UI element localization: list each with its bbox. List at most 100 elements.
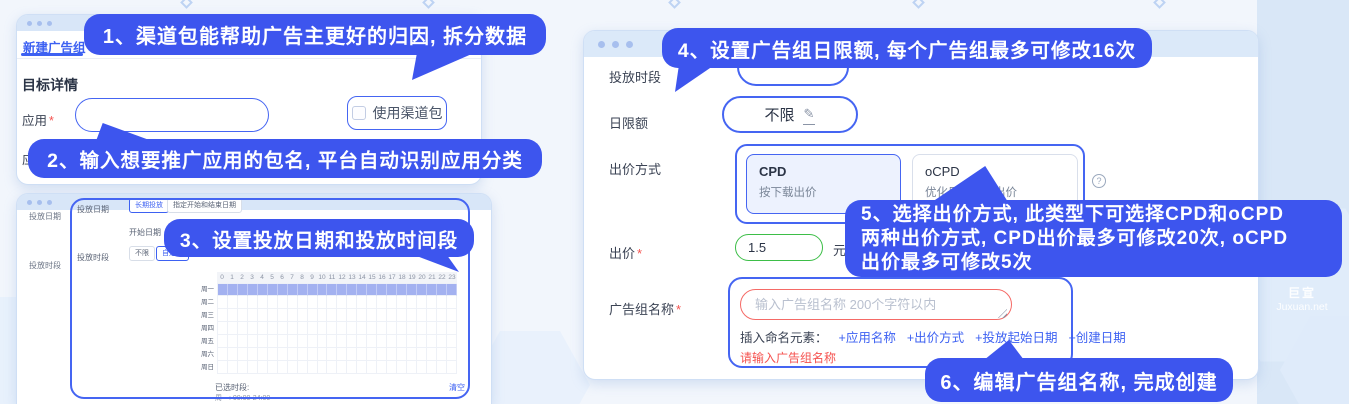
schedule-cell[interactable] [367, 284, 378, 296]
schedule-cell[interactable] [397, 322, 408, 335]
schedule-cell[interactable] [237, 335, 248, 348]
schedule-cell[interactable] [337, 348, 348, 361]
schedule-cell[interactable] [317, 309, 328, 322]
schedule-cell[interactable] [307, 348, 318, 361]
schedule-cell[interactable] [218, 309, 228, 322]
schedule-cell[interactable] [436, 296, 447, 309]
schedule-cell[interactable] [367, 309, 378, 322]
schedule-cell[interactable] [446, 309, 457, 322]
schedule-cell[interactable] [436, 322, 447, 335]
schedule-cell[interactable] [327, 322, 338, 335]
schedule-cell[interactable] [367, 296, 378, 309]
schedule-cell[interactable] [237, 309, 248, 322]
schedule-cell[interactable] [297, 361, 308, 374]
schedule-cell[interactable] [407, 309, 418, 322]
schedule-cell[interactable] [257, 335, 268, 348]
schedule-cell[interactable] [387, 309, 398, 322]
schedule-cell[interactable] [327, 284, 338, 296]
schedule-cell[interactable] [377, 361, 388, 374]
insert-element-link[interactable]: +应用名称 [838, 331, 896, 345]
schedule-cell[interactable] [237, 361, 248, 374]
schedule-cell[interactable] [427, 348, 437, 361]
schedule-cell[interactable] [277, 361, 288, 374]
schedule-cell[interactable] [377, 296, 388, 309]
resize-handle-icon[interactable] [998, 309, 1007, 318]
schedule-cell[interactable] [327, 309, 338, 322]
schedule-cell[interactable] [357, 296, 368, 309]
schedule-cell[interactable] [247, 335, 258, 348]
schedule-cell[interactable] [407, 361, 418, 374]
schedule-cell[interactable] [227, 309, 238, 322]
schedule-cell[interactable] [227, 361, 238, 374]
schedule-cell[interactable] [357, 361, 368, 374]
schedule-cell[interactable] [357, 309, 368, 322]
ad-group-name-input[interactable] [740, 289, 1012, 320]
schedule-cell[interactable] [267, 296, 278, 309]
schedule-cell[interactable] [227, 322, 238, 335]
schedule-cell[interactable] [247, 296, 258, 309]
help-icon[interactable]: ? [1092, 174, 1106, 188]
schedule-cell[interactable] [347, 361, 358, 374]
use-channel-package-option[interactable]: 使用渠道包 [347, 96, 447, 130]
schedule-cell[interactable] [377, 335, 388, 348]
tab-new-ad-group[interactable]: 新建广告组 [23, 41, 86, 55]
schedule-cell[interactable] [436, 309, 447, 322]
schedule-cell[interactable] [237, 284, 248, 296]
schedule-cell[interactable] [397, 335, 408, 348]
schedule-cell[interactable] [387, 361, 398, 374]
schedule-cell[interactable] [247, 309, 258, 322]
insert-element-link[interactable]: +出价方式 [906, 331, 965, 345]
schedule-cell[interactable] [317, 348, 328, 361]
schedule-cell[interactable] [307, 335, 318, 348]
schedule-cell[interactable] [297, 284, 308, 296]
schedule-cell[interactable] [327, 335, 338, 348]
schedule-cell[interactable] [218, 322, 228, 335]
schedule-cell[interactable] [397, 348, 408, 361]
schedule-cell[interactable] [407, 335, 418, 348]
schedule-cell[interactable] [257, 309, 268, 322]
schedule-cell[interactable] [337, 296, 348, 309]
schedule-cell[interactable] [287, 296, 298, 309]
schedule-cell[interactable] [357, 284, 368, 296]
schedule-cell[interactable] [317, 322, 328, 335]
schedule-cell[interactable] [317, 335, 328, 348]
schedule-cell[interactable] [218, 361, 228, 374]
schedule-cell[interactable] [407, 296, 418, 309]
schedule-cell[interactable] [237, 296, 248, 309]
schedule-cell[interactable] [227, 284, 238, 296]
schedule-cell[interactable] [267, 322, 278, 335]
schedule-cell[interactable] [347, 296, 358, 309]
schedule-cell[interactable] [218, 348, 228, 361]
schedule-cell[interactable] [357, 335, 368, 348]
schedule-cell[interactable] [307, 284, 318, 296]
schedule-cell[interactable] [297, 296, 308, 309]
schedule-cell[interactable] [427, 296, 437, 309]
schedule-cell[interactable] [347, 284, 358, 296]
schedule-cell[interactable] [387, 335, 398, 348]
schedule-cell[interactable] [347, 309, 358, 322]
schedule-cell[interactable] [337, 284, 348, 296]
schedule-cell[interactable] [436, 348, 447, 361]
schedule-cell[interactable] [247, 284, 258, 296]
schedule-cell[interactable] [397, 296, 408, 309]
schedule-cell[interactable] [436, 361, 447, 374]
schedule-cell[interactable] [327, 296, 338, 309]
schedule-cell[interactable] [407, 284, 418, 296]
schedule-cell[interactable] [427, 309, 437, 322]
schedule-cell[interactable] [337, 335, 348, 348]
schedule-cell[interactable] [387, 322, 398, 335]
schedule-cell[interactable] [407, 348, 418, 361]
schedule-cell[interactable] [387, 348, 398, 361]
schedule-cell[interactable] [267, 335, 278, 348]
schedule-cell[interactable] [397, 284, 408, 296]
schedule-cell[interactable] [377, 348, 388, 361]
schedule-cell[interactable] [277, 296, 288, 309]
schedule-cell[interactable] [287, 335, 298, 348]
use-channel-package-checkbox[interactable] [351, 106, 366, 120]
schedule-cell[interactable] [417, 335, 428, 348]
schedule-cell[interactable] [317, 284, 328, 296]
schedule-cell[interactable] [446, 322, 457, 335]
schedule-cell[interactable] [257, 348, 268, 361]
schedule-cell[interactable] [436, 335, 447, 348]
schedule-cell[interactable] [367, 322, 378, 335]
